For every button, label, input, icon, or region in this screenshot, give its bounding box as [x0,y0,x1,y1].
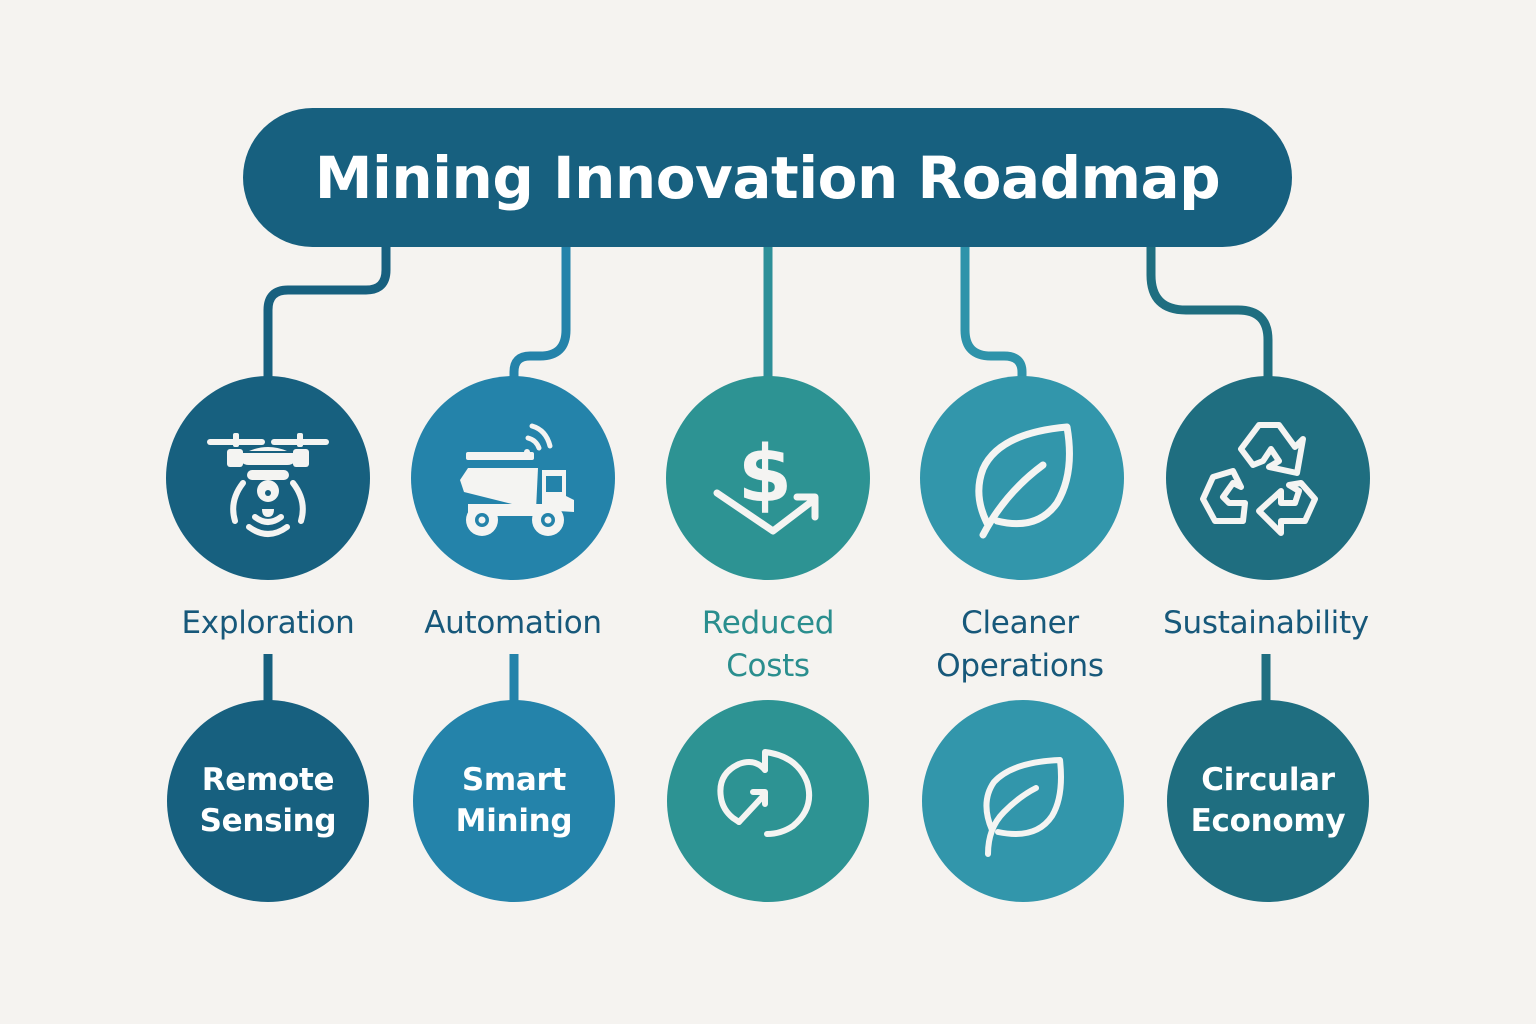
leaf-icon [975,423,1073,539]
dollar-trend-icon: $ [713,430,819,535]
label-line: Operations [936,648,1104,684]
label-reduced-costs: Reduced Costs [638,602,898,688]
leaf-icon [983,757,1064,857]
subnode-line: Smart [461,762,567,798]
connector-cleaner-operations [960,245,1027,380]
connector-sustainability [1146,245,1273,380]
connector-exploration [263,245,391,380]
subnode-cleaner-operations [922,700,1124,902]
node-automation [411,376,615,580]
recycle-icon [1200,422,1318,536]
label-line: Reduced [701,605,835,641]
subnode-remote-sensing: Remote Sensing [167,700,369,902]
subnode-reduced-costs [667,700,869,902]
subnode-circular-economy: Circular Economy [1167,700,1369,902]
drone-icon [207,433,329,537]
label-exploration: Exploration [138,602,398,645]
label-line: Exploration [181,605,355,641]
subnode-line: Remote [201,762,335,798]
autonomous-haul-truck-icon [460,423,574,536]
svg-text:$: $ [738,430,792,520]
label-cleaner-operations: Cleaner Operations [890,602,1150,688]
subnode-text: Smart Mining [456,760,573,842]
node-exploration [166,376,370,580]
connector-automation [509,245,571,380]
node-cleaner-operations [920,376,1124,580]
diagram-title: Mining Innovation Roadmap [314,143,1221,212]
title-banner: Mining Innovation Roadmap [243,108,1292,247]
subnode-text: Circular Economy [1191,760,1346,842]
label-sustainability: Sustainability [1136,602,1396,645]
subnode-line: Mining [455,803,573,839]
subnode-line: Circular [1201,762,1335,798]
subnode-smart-mining: Smart Mining [413,700,615,902]
label-line: Cleaner [961,605,1079,641]
subnode-line: Economy [1190,803,1346,839]
node-reduced-costs: $ [666,376,870,580]
label-automation: Automation [383,602,643,645]
subnode-line: Sensing [199,803,337,839]
label-line: Sustainability [1163,605,1369,641]
label-line: Costs [726,648,810,684]
refresh-cycle-icon [717,749,813,837]
subnode-text: Remote Sensing [200,760,337,842]
node-sustainability [1166,376,1370,580]
label-line: Automation [424,605,602,641]
